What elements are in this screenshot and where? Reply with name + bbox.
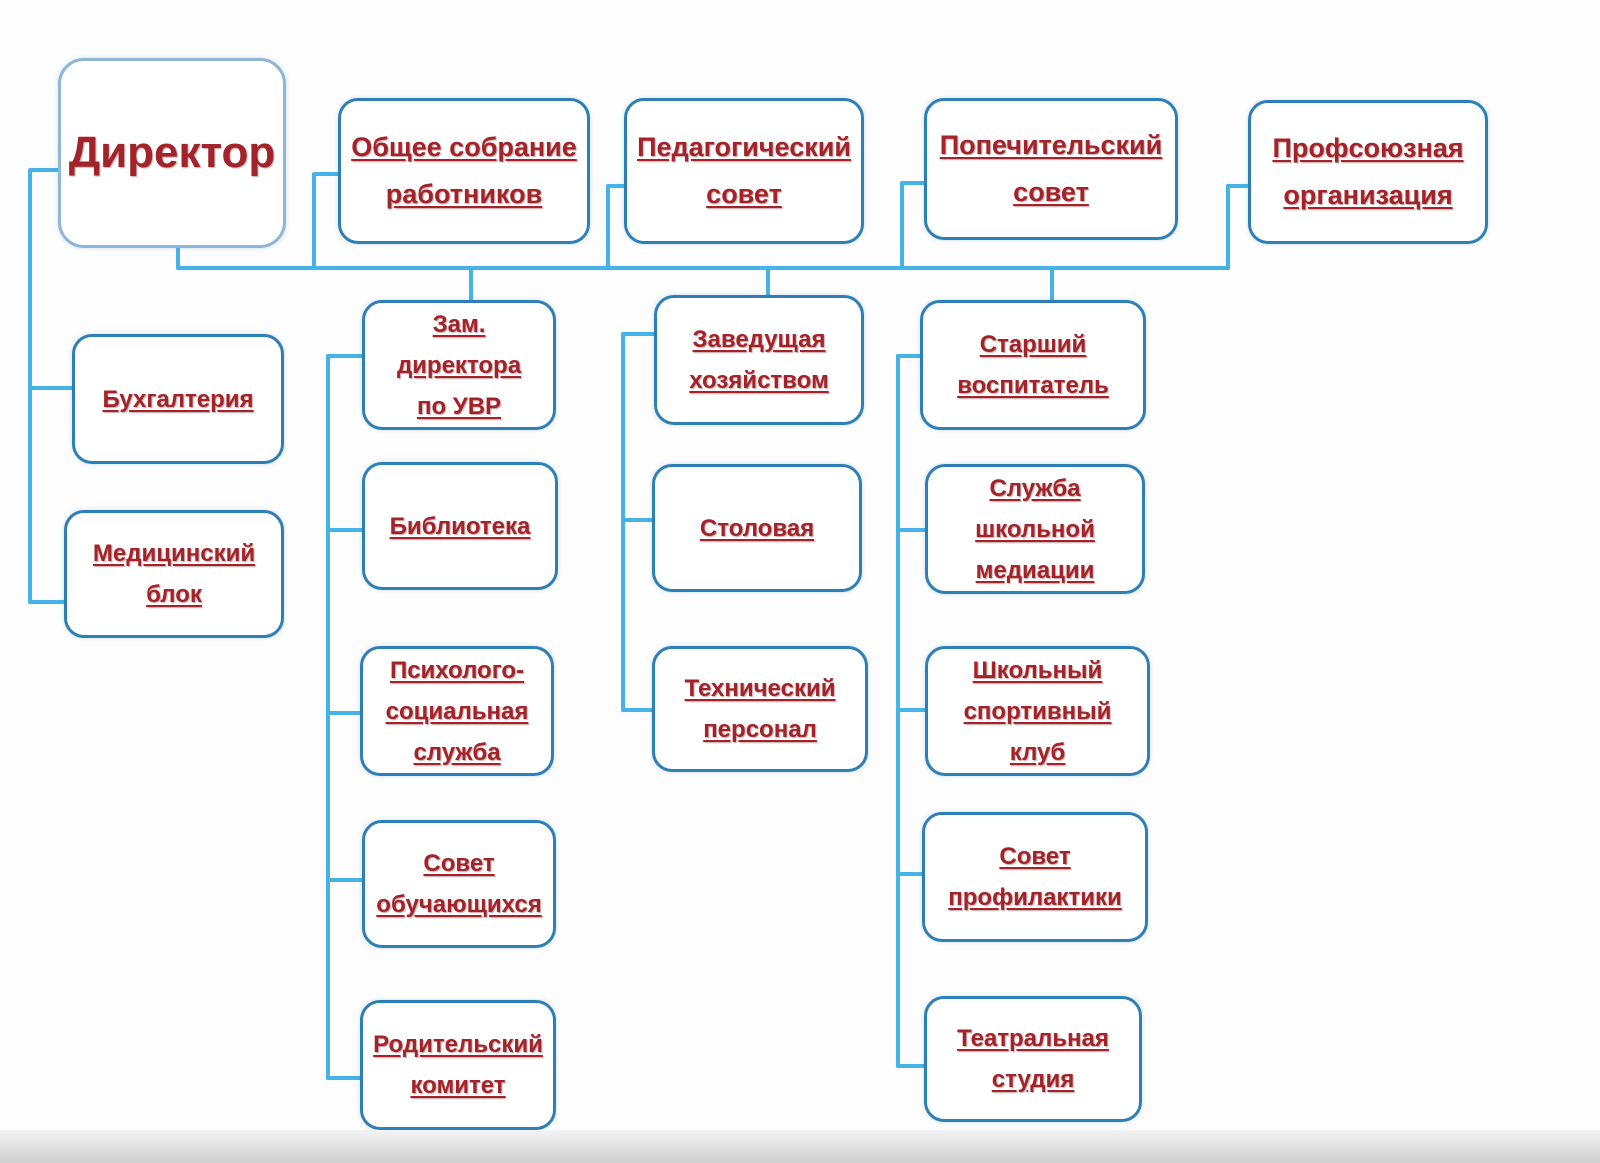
- box-medical-unit: Медицинский блок: [64, 510, 284, 638]
- box-head-of-household: Заведущая хозяйством: [654, 295, 864, 425]
- deputy-director-label: Зам. директора по УВР: [396, 310, 522, 420]
- box-board-of-trustees: Попечительский совет: [924, 98, 1178, 240]
- box-deputy-director: Зам. директора по УВР: [362, 300, 556, 430]
- box-general-meeting: Общее собрание работников: [338, 98, 590, 244]
- line-board-of-trustees: [900, 181, 926, 270]
- general-meeting-label: Общее собрание работников: [351, 132, 577, 209]
- theatre-studio-label: Театральная студия: [957, 1025, 1109, 1093]
- box-sports-club: Школьный спортивный клуб: [925, 646, 1150, 776]
- box-theatre-studio: Театральная студия: [924, 996, 1142, 1122]
- school-mediation-label: Служба школьной медиации: [975, 474, 1095, 584]
- box-pedagogical-council: Педагогический совет: [624, 98, 864, 244]
- senior-educator-label: Старший воспитатель: [957, 331, 1109, 399]
- accounting-label: Бухгалтерия: [102, 385, 254, 413]
- prevention-council-label: Совет профилактики: [948, 843, 1122, 911]
- main-bus-line: [176, 238, 1230, 270]
- line-pedagogical-council: [606, 184, 626, 270]
- line-general-meeting: [312, 172, 340, 270]
- pedagogical-council-label: Педагогический совет: [637, 132, 851, 209]
- box-director: Директор: [58, 58, 286, 248]
- psych-social-service-label: Психолого- социальная служба: [385, 656, 529, 766]
- student-council-label: Совет обучающихся: [376, 850, 542, 918]
- box-technical-staff: Технический персонал: [652, 646, 868, 772]
- line-trade-union: [1226, 184, 1250, 270]
- trade-union-label: Профсоюзная организация: [1272, 133, 1464, 210]
- box-parent-committee: Родительский комитет: [360, 1000, 556, 1130]
- box-senior-educator: Старший воспитатель: [920, 300, 1146, 430]
- box-student-council: Совет обучающихся: [362, 820, 556, 948]
- library-label: Библиотека: [389, 512, 531, 540]
- parent-committee-label: Родительский комитет: [373, 1031, 543, 1099]
- box-school-mediation: Служба школьной медиации: [925, 464, 1145, 594]
- board-of-trustees-label: Попечительский совет: [939, 130, 1163, 207]
- box-library: Библиотека: [362, 462, 558, 590]
- canteen-label: Столовая: [699, 514, 815, 542]
- technical-staff-label: Технический персонал: [684, 675, 836, 743]
- box-trade-union: Профсоюзная организация: [1248, 100, 1488, 244]
- medical-unit-label: Медицинский блок: [92, 540, 256, 608]
- box-accounting: Бухгалтерия: [72, 334, 284, 464]
- director-label: Директор: [68, 128, 276, 177]
- box-canteen: Столовая: [652, 464, 862, 592]
- sports-club-label: Школьный спортивный клуб: [963, 656, 1112, 766]
- page-bottom-shadow: [0, 1130, 1600, 1163]
- box-psych-social-service: Психолого- социальная служба: [360, 646, 554, 776]
- box-prevention-council: Совет профилактики: [922, 812, 1148, 942]
- head-of-household-label: Заведущая хозяйством: [689, 326, 829, 394]
